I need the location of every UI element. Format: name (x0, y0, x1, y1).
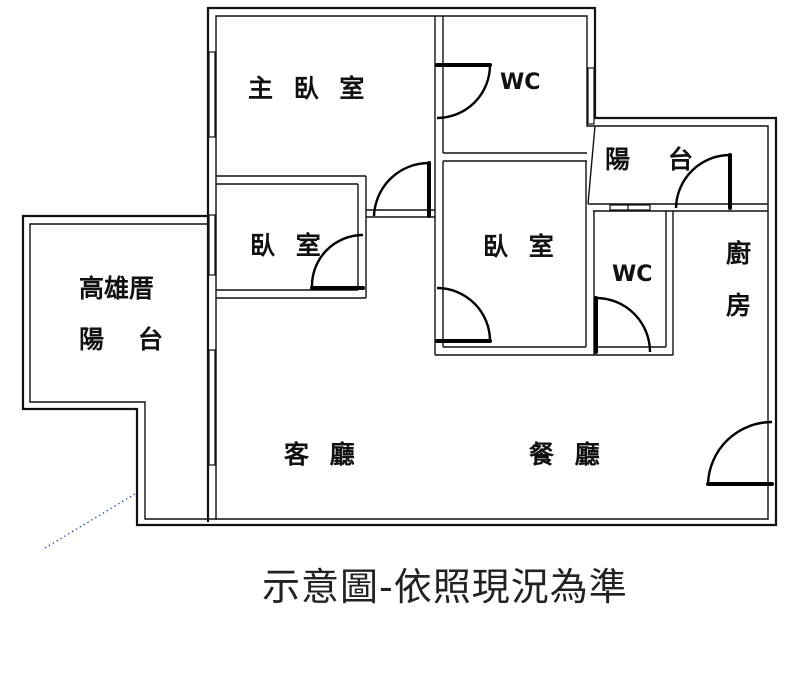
window (208, 349, 216, 466)
label-wc-top: WC (500, 70, 540, 95)
label-kaohsiung-balcony-2b: 台 (138, 325, 169, 354)
outer-wall-line (21, 6, 778, 527)
door-bedroom-center[interactable] (435, 286, 492, 343)
label-balcony-small-1: 陽 (605, 145, 636, 174)
label-kitchen-2: 房 (726, 291, 757, 320)
door-master-bedroom[interactable] (372, 161, 431, 218)
outer-walls (21, 6, 778, 527)
window (208, 51, 216, 138)
doors (310, 63, 774, 486)
window (627, 204, 651, 211)
label-living-room: 客 廳 (284, 440, 361, 469)
label-kaohsiung-balcony-2a: 陽 (79, 325, 110, 354)
door-bedroom-left[interactable] (310, 233, 365, 290)
door-balcony[interactable] (674, 153, 732, 210)
inner-wall-line (29, 15, 769, 520)
label-kaohsiung-balcony-1: 高雄厝 (79, 274, 154, 303)
label-balcony-small-2: 台 (668, 145, 699, 174)
label-wc-middle: WC (612, 262, 652, 287)
door-wc-middle[interactable] (594, 296, 652, 354)
dotted-line (44, 493, 136, 549)
label-master-bedroom: 主 臥 室 (248, 74, 370, 103)
label-bedroom-center: 臥 室 (483, 232, 560, 261)
label-bedroom-left: 臥 室 (250, 231, 327, 260)
window (587, 67, 595, 125)
door-wc-top[interactable] (435, 63, 492, 120)
label-dining-room: 餐 廳 (529, 440, 606, 469)
caption: 示意圖-依照現況為準 (262, 565, 628, 609)
door-entrance[interactable] (706, 420, 774, 486)
window (208, 214, 216, 276)
label-kitchen-1: 廚 (726, 239, 757, 268)
interior-walls (208, 16, 768, 466)
